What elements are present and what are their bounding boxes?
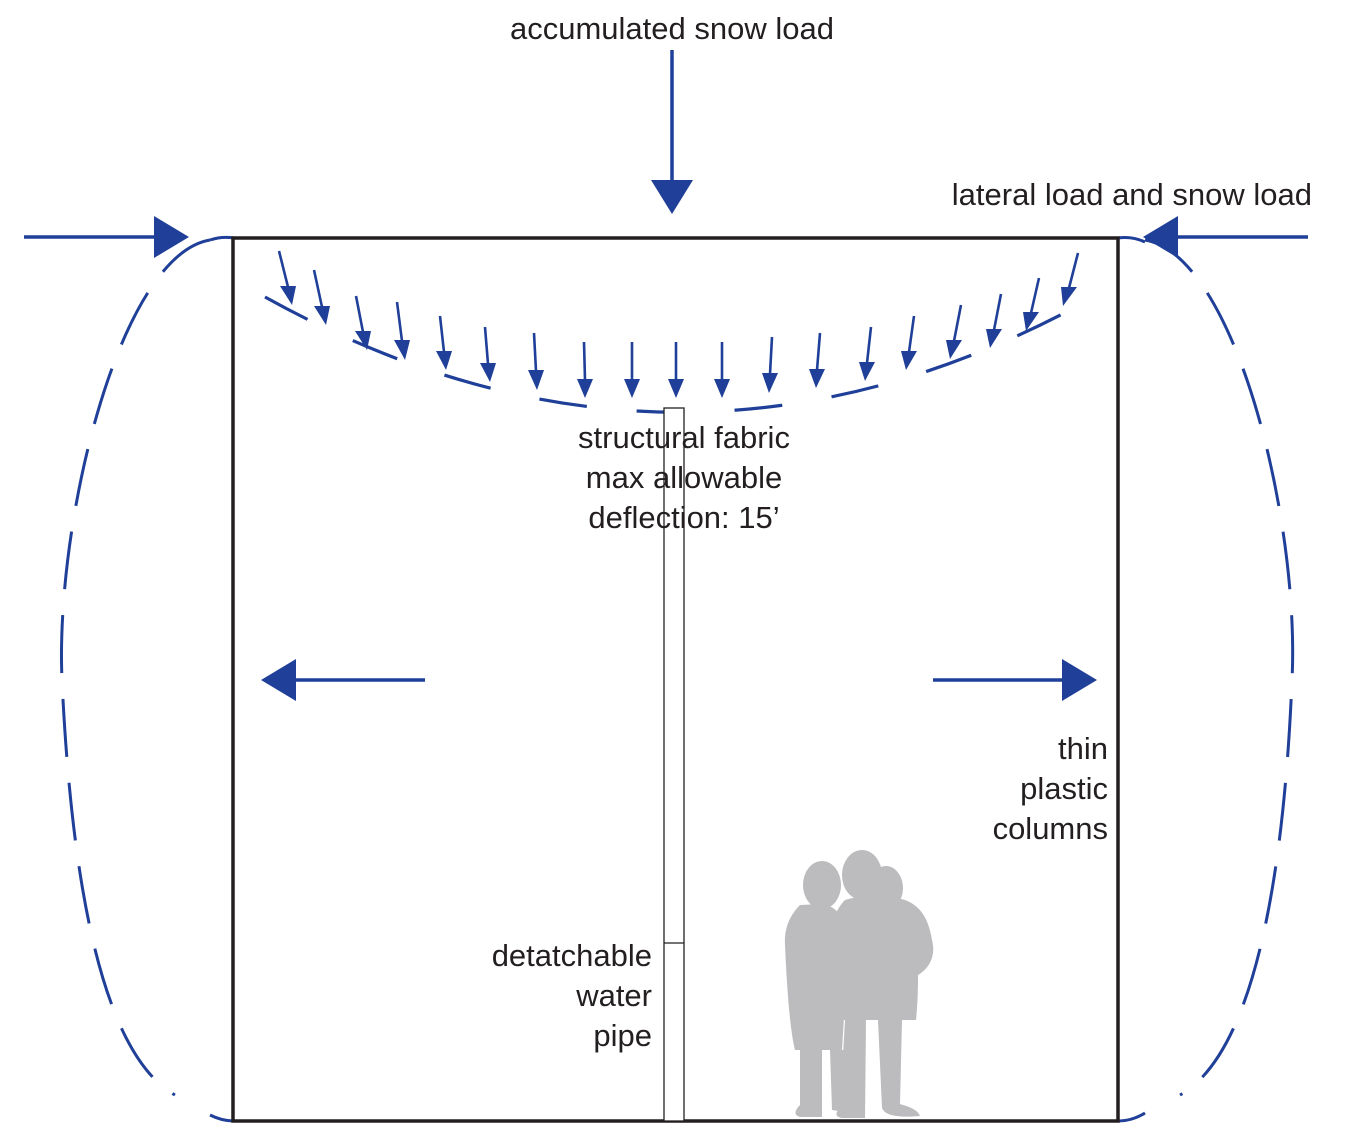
right-lateral-load-arrow (1143, 216, 1308, 258)
right-base-curve (1117, 1111, 1146, 1123)
left-base-curve (209, 1113, 235, 1123)
pipe-label-line-2: water (575, 978, 652, 1013)
fabric-label-line-3: deflection: 15’ (588, 500, 779, 535)
fabric-label-line-2: max allowable (586, 460, 782, 495)
human-silhouette-pair-icon (784, 850, 934, 1118)
fabric-label-line-1: structural fabric (578, 420, 790, 455)
top-load-arrow (651, 50, 693, 214)
pipe-label-line-3: pipe (593, 1018, 652, 1053)
pipe-label-line-1: detatchable (492, 938, 652, 973)
pipe-label: detatchable water pipe (492, 938, 652, 1053)
right-deflection-curve (1144, 238, 1295, 1097)
columns-label-line-1: thin (1058, 731, 1108, 766)
top-load-label: accumulated snow load (510, 11, 834, 46)
fabric-label: structural fabric max allowable deflecti… (578, 420, 790, 535)
snow-load-arrows (277, 250, 1080, 398)
lateral-load-label: lateral load and snow load (952, 177, 1312, 212)
columns-label-line-2: plastic (1020, 771, 1108, 806)
left-lateral-load-arrow (24, 216, 189, 258)
left-top-curve (209, 235, 235, 242)
left-deflection-curve (59, 238, 211, 1097)
columns-label: thin plastic columns (993, 731, 1108, 846)
right-outward-arrow (933, 659, 1097, 701)
right-top-curve (1117, 236, 1146, 244)
left-outward-arrow (261, 659, 425, 701)
water-pipe (663, 407, 685, 1122)
columns-label-line-3: columns (993, 811, 1108, 846)
